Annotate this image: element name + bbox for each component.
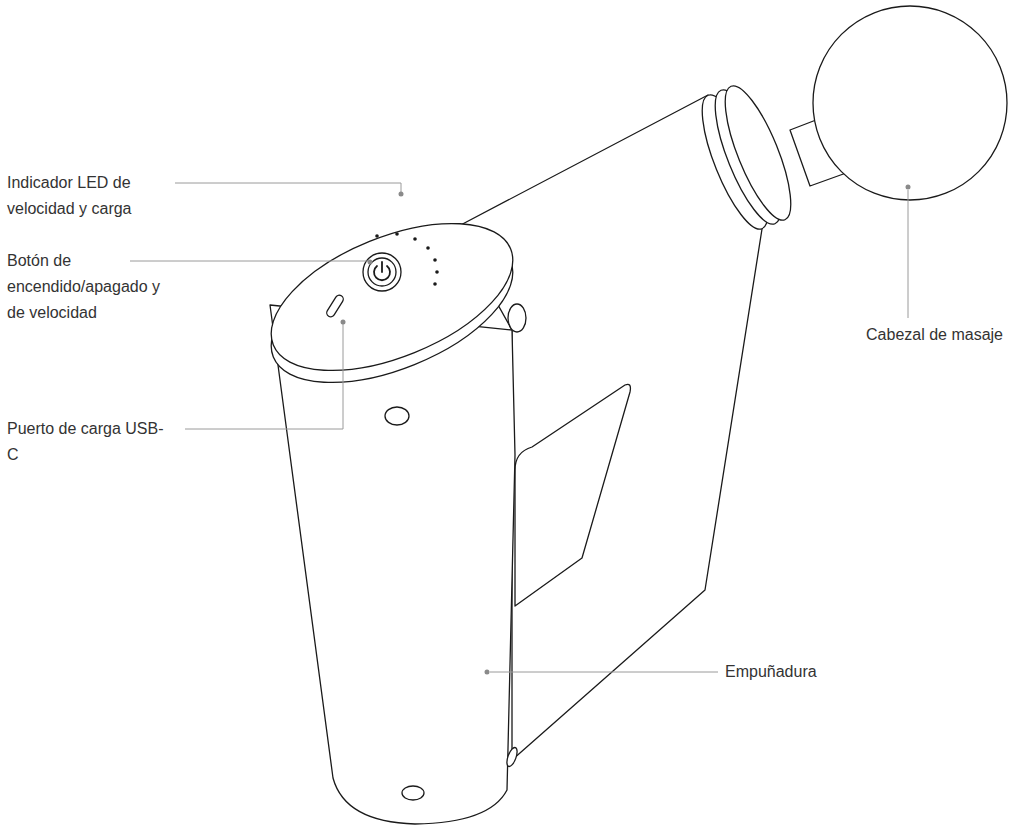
part-label: Empuñadura bbox=[725, 659, 817, 685]
part-label: Puerto de carga USB-C bbox=[7, 416, 172, 468]
leader-dot bbox=[485, 670, 490, 675]
power-button bbox=[363, 253, 401, 291]
leader-dot bbox=[906, 185, 911, 190]
side-button bbox=[385, 407, 409, 425]
base-hole bbox=[402, 786, 424, 800]
side-button bbox=[508, 304, 526, 332]
leader-line bbox=[185, 324, 343, 429]
leader-dot bbox=[341, 320, 346, 325]
massage-head bbox=[813, 6, 1007, 200]
part-label: Cabezal de masaje bbox=[866, 322, 1003, 348]
led-dot bbox=[435, 270, 439, 274]
led-dot bbox=[413, 237, 417, 241]
head-ring bbox=[712, 79, 803, 227]
part-label: Indicador LED de velocidad y carga bbox=[7, 170, 172, 222]
leader-line bbox=[490, 672, 718, 673]
leader-line bbox=[908, 190, 909, 318]
cap-top bbox=[251, 193, 533, 400]
leader-dot bbox=[399, 192, 404, 197]
led-dot bbox=[426, 246, 430, 250]
leader-dot bbox=[368, 260, 373, 265]
led-dot bbox=[395, 232, 399, 236]
leader-line bbox=[130, 261, 368, 262]
grip-opening bbox=[515, 384, 630, 606]
led-dot bbox=[375, 234, 379, 238]
handle bbox=[270, 305, 515, 824]
side-notch bbox=[505, 746, 519, 768]
power-icon bbox=[381, 262, 383, 272]
led-dot bbox=[433, 258, 437, 262]
led-dot bbox=[433, 282, 437, 286]
part-label: Botón de encendido/apagado y de velocida… bbox=[7, 248, 172, 326]
usb-c-port bbox=[325, 294, 345, 319]
power-button-inner bbox=[368, 258, 396, 286]
leader-line bbox=[175, 183, 401, 192]
